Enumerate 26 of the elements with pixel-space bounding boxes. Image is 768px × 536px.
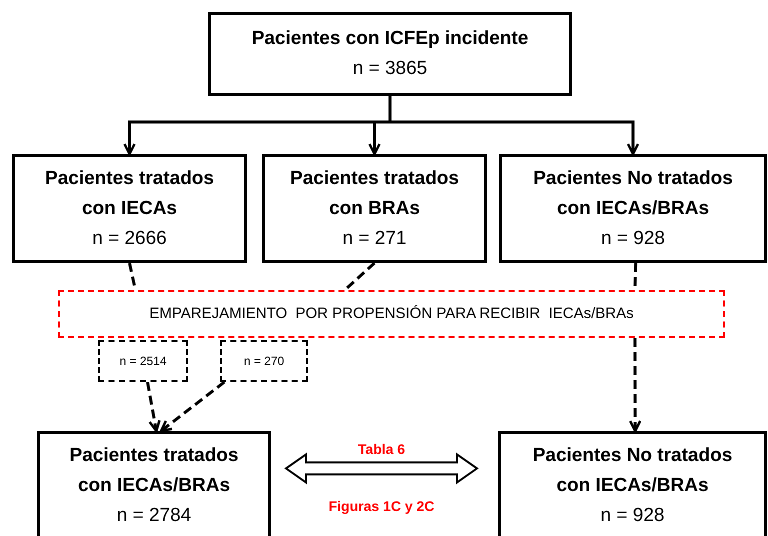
dashed-arrow: [160, 380, 226, 432]
note-text: Figuras 1C y 2C: [328, 499, 436, 513]
box-title: Pacientes con ICFEp incidente: [250, 27, 530, 51]
band-text: EMPAREJAMIENTO POR PROPENSIÓN PARA RECIBIR IECAs/BRAs: [149, 304, 634, 324]
matching-band: [58, 290, 725, 338]
count-box: [220, 340, 308, 382]
dashed-arrow: [628, 338, 642, 432]
dashed-arrow: [146, 382, 161, 432]
patient-box: [208, 12, 572, 96]
count-text: n = 2514: [119, 353, 167, 370]
count-text: n = 3865: [352, 57, 428, 81]
patient-box: [37, 431, 271, 536]
count-text: n = 271: [342, 226, 406, 250]
double-arrow: [284, 452, 479, 484]
patient-box: [12, 154, 247, 263]
patient-box: [498, 431, 767, 536]
patient-box: [262, 154, 487, 263]
count-box: [98, 340, 188, 382]
patient-box: [499, 154, 767, 263]
count-text: n = 2784: [116, 504, 192, 528]
edge-label: Tabla 6: [356, 442, 406, 456]
arrow: [388, 96, 640, 156]
count-text: n = 2666: [92, 226, 167, 250]
count-text: n = 270: [244, 353, 284, 370]
count-text: n = 928: [601, 226, 665, 250]
count-text: n = 928: [600, 504, 664, 528]
